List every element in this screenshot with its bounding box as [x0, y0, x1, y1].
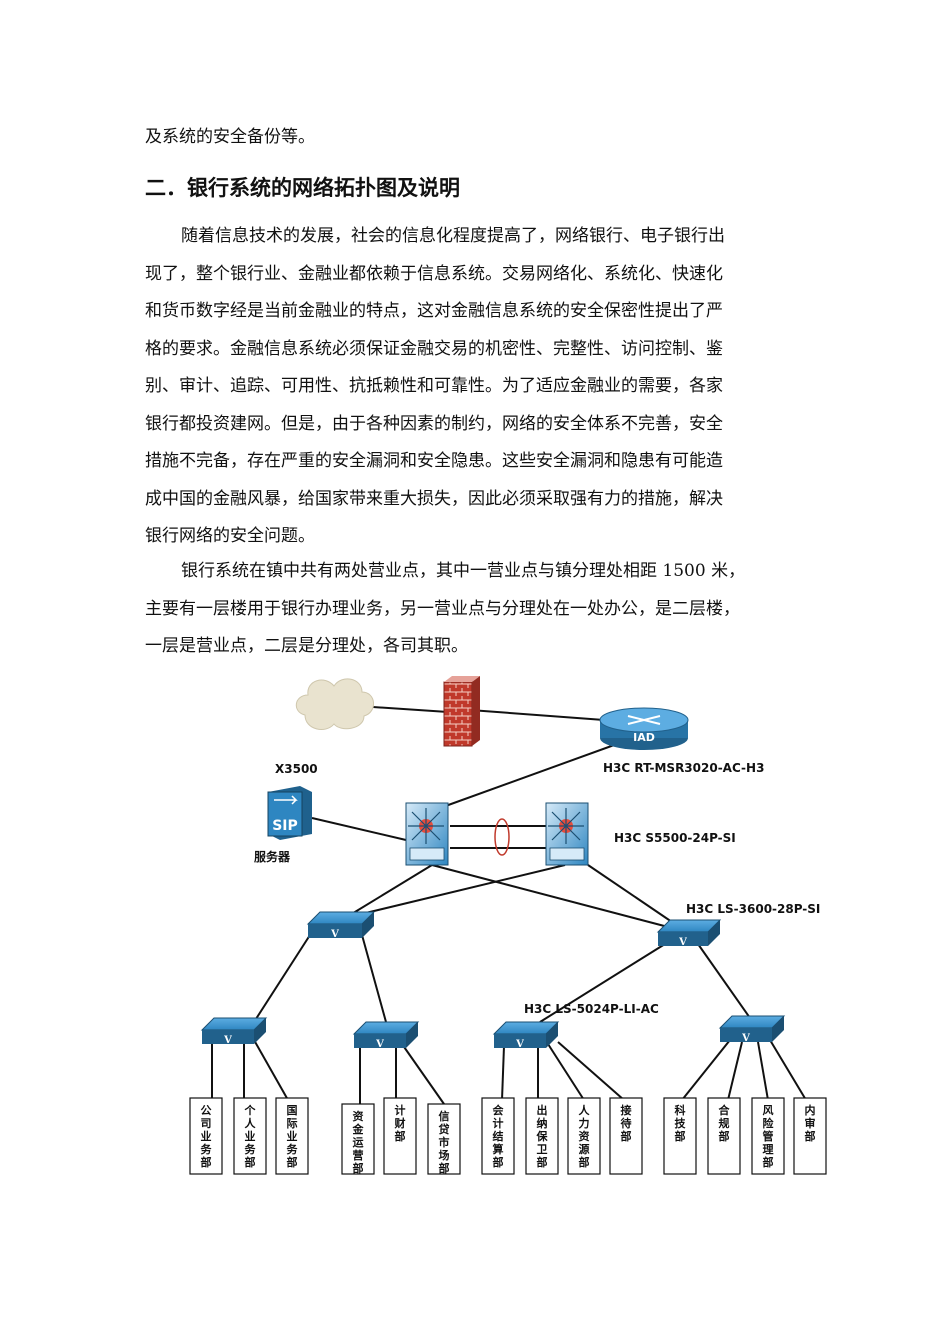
paragraph-2-line: 银行系统在镇中共有两处营业点，其中一营业点与镇分理处相距 1500 米，	[181, 561, 746, 581]
department-label: 资金运营部	[352, 1109, 365, 1175]
svg-text:V: V	[741, 1033, 750, 1044]
department-label: 出纳保卫部	[536, 1103, 549, 1169]
paragraph-1-line: 随着信息技术的发展，社会的信息化程度提高了，网络银行、电子银行出	[181, 226, 725, 246]
server-label: 服务器	[254, 849, 291, 864]
firewall-icon	[443, 676, 480, 747]
department-label: 内审部	[805, 1103, 816, 1143]
department-label: 科技部	[675, 1103, 687, 1143]
department-label: 人力资源部	[579, 1103, 591, 1169]
department-box: 计财部	[383, 1097, 417, 1175]
section-heading: 二．银行系统的网络拓扑图及说明	[145, 176, 460, 200]
link-dist-access	[539, 943, 666, 1023]
distribution-switch-icon: V	[306, 911, 376, 940]
svg-text:V: V	[515, 1039, 524, 1050]
link-core-dist	[587, 864, 673, 923]
paragraph-1-line: 格的要求。金融信息系统必须保证金融交易的机密性、完整性、访问控制、鉴	[145, 338, 723, 359]
link-server-core	[311, 817, 407, 841]
department-label: 信贷市场部	[439, 1109, 450, 1175]
core-switch-icon	[545, 802, 589, 866]
router-icon-text: IAD	[633, 731, 655, 744]
paragraph-1-line: 措施不完备，存在严重的安全漏洞和安全隐患。这些安全漏洞和隐患有可能造	[145, 451, 723, 471]
department-box: 国际业务部	[275, 1097, 309, 1175]
access-switch-icon: V	[718, 1015, 786, 1044]
department-box: 合规部	[707, 1097, 741, 1175]
paragraph-1-line: 现了，整个银行业、金融业都依赖于信息系统。交易网络化、系统化、快速化	[145, 263, 723, 284]
department-label: 国际业务部	[287, 1104, 299, 1169]
svg-text:V: V	[223, 1035, 232, 1046]
department-box: 资金运营部	[341, 1103, 375, 1175]
department-boxes: 公司业务部 个人业务部 国际业务部 资金运营部 计财部 信贷市场部 会计结算部 出纳保卫部 人力…	[189, 1097, 827, 1175]
core-switch-icon	[405, 802, 449, 866]
paragraph-2-line: 一层是营业点，二层是分理处，各司其职。	[145, 636, 468, 656]
department-label: 计财部	[394, 1103, 406, 1143]
department-box: 人力资源部	[567, 1097, 601, 1175]
router-label: H3C RT-MSR3020-AC-H3	[603, 761, 764, 775]
department-label: 合规部	[719, 1103, 731, 1143]
internet-cloud-icon	[295, 678, 374, 730]
paragraph-1-line: 银行都投资建网。但是，由于各种因素的制约，网络的安全体系不完善，安全	[145, 413, 723, 434]
access-switch-icon: V	[492, 1021, 560, 1050]
svg-text:V: V	[375, 1039, 384, 1050]
link-dist-access	[697, 943, 751, 1019]
department-box: 内审部	[793, 1097, 827, 1175]
department-label: 风险管理部	[763, 1103, 775, 1169]
department-label: 个人业务部	[244, 1103, 257, 1169]
department-box: 出纳保卫部	[525, 1097, 559, 1175]
paragraph-1-line: 和货币数字经是当前金融业的特点，这对金融信息系统的安全保密性提出了严	[145, 301, 723, 321]
paragraph-1-line: 别、审计、追踪、可用性、抗抵赖性和可靠性。为了适应金融业的需要，各家	[145, 376, 723, 396]
core-switch-label: H3C S5500-24P-SI	[614, 831, 736, 845]
svg-text:V: V	[330, 929, 339, 940]
distribution-switch-label: H3C LS-3600-28P-SI	[686, 902, 820, 916]
link-core-dist	[344, 864, 566, 919]
access-switch-label: H3C LS-5024P-LI-AC	[524, 1002, 659, 1016]
paragraph-2: 银行系统在镇中共有两处营业点，其中一营业点与镇分理处相距 1500 米， 主要有…	[145, 553, 825, 666]
svg-text:V: V	[678, 937, 687, 948]
department-box: 风险管理部	[751, 1097, 785, 1175]
router-icon: IAD	[599, 707, 689, 750]
link-core-dist	[349, 864, 433, 916]
department-label: 接待部	[620, 1103, 632, 1143]
paragraph-1-line: 银行网络的安全问题。	[145, 526, 315, 546]
link-router-core	[439, 739, 629, 809]
paragraph-2-line: 主要有一层楼用于银行办理业务，另一营业点与分理处在一处办公，是二层楼，	[145, 598, 740, 619]
link-core-dist	[431, 864, 673, 929]
department-box: 个人业务部	[233, 1097, 267, 1175]
paragraph-1-line: 成中国的金融风暴，给国家带来重大损失，因此必须采取强有力的措施，解决	[145, 488, 723, 509]
server-icon-text: SIP	[272, 818, 298, 834]
department-box: 信贷市场部	[427, 1103, 461, 1175]
department-label: 会计结算部	[492, 1103, 505, 1169]
paragraph-1: 随着信息技术的发展，社会的信息化程度提高了，网络银行、电子银行出 现了，整个银行…	[145, 218, 825, 556]
department-box: 接待部	[609, 1097, 643, 1175]
department-label: 公司业务部	[201, 1104, 213, 1169]
server-title: X3500	[275, 762, 318, 776]
link-firewall-router	[469, 709, 605, 721]
access-switch-icon: V	[352, 1021, 420, 1050]
distribution-switch-icon: V	[656, 919, 722, 948]
link-dist-access	[253, 934, 311, 1023]
link-dist-access	[361, 934, 387, 1023]
links	[211, 705, 807, 1105]
sip-server-icon: SIP	[267, 786, 312, 840]
department-box: 会计结算部	[481, 1097, 515, 1175]
intro-line: 及系统的安全备份等。	[145, 127, 315, 147]
link-aggregation-ring	[494, 818, 510, 856]
access-switch-icon: V	[200, 1017, 268, 1046]
department-box: 科技部	[663, 1097, 697, 1175]
department-box: 公司业务部	[189, 1097, 223, 1175]
